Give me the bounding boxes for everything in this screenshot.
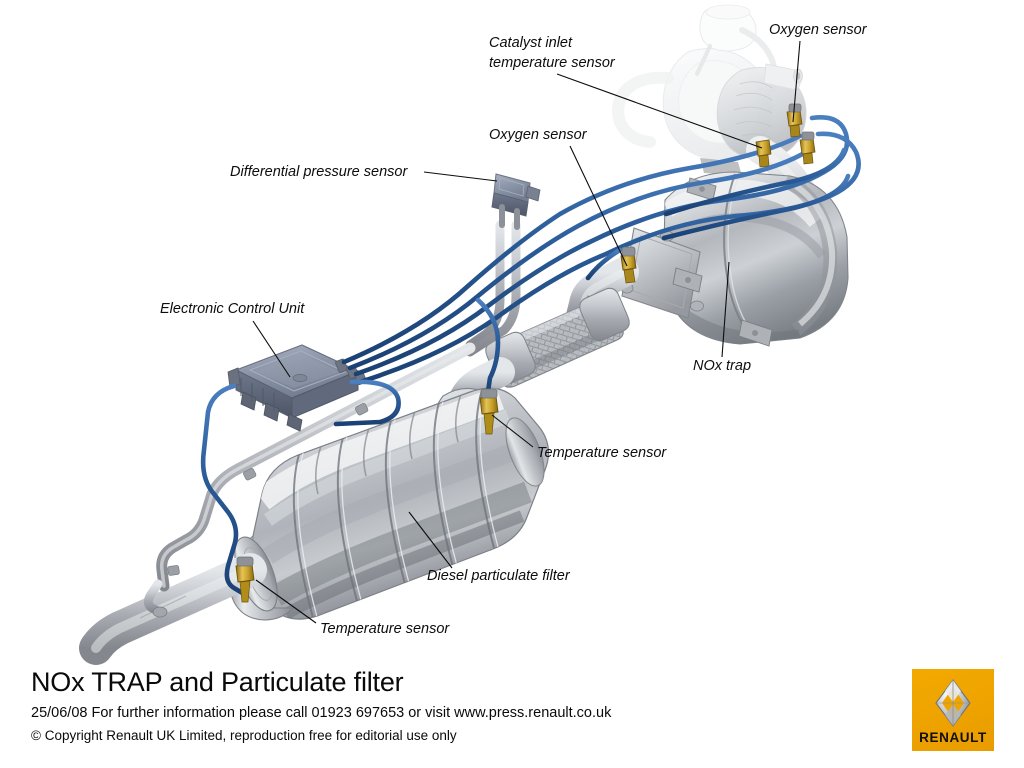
label-oxygen-sensor-lower: Oxygen sensor xyxy=(489,127,588,143)
footer-copyright-line: © Copyright Renault UK Limited, reproduc… xyxy=(31,728,457,743)
leader-temperature-sensor-lower xyxy=(255,579,317,624)
callout-leader-lines xyxy=(252,40,801,624)
leader-diesel-particulate-filter xyxy=(408,511,453,569)
oxygen-sensor-upper-body xyxy=(786,103,803,138)
nox-trap-body xyxy=(619,171,849,347)
tailpipe xyxy=(79,553,267,665)
electronic-control-unit xyxy=(227,344,367,432)
temperature-sensor-dpf-inlet-body xyxy=(479,388,499,435)
label-temperature-sensor-lower: Temperature sensor xyxy=(320,621,450,637)
leader-temperature-sensor-upper xyxy=(491,414,534,448)
callout-labels: Catalyst inlet temperature sensor Oxygen… xyxy=(160,22,868,637)
sensors-group xyxy=(235,103,816,603)
dpf-body xyxy=(228,387,550,621)
label-nox-trap: NOx trap xyxy=(693,358,751,374)
label-differential-pressure-sensor: Differential pressure sensor xyxy=(230,164,408,180)
page-title: NOx TRAP and Particulate filter xyxy=(31,667,404,697)
label-catalyst-inlet-temperature-sensor-line2: temperature sensor xyxy=(489,55,616,71)
footer: NOx TRAP and Particulate filter 25/06/08… xyxy=(0,655,1024,768)
temperature-sensor-tailpipe-body xyxy=(235,556,255,603)
label-electronic-control-unit: Electronic Control Unit xyxy=(160,301,305,317)
label-oxygen-sensor-upper: Oxygen sensor xyxy=(769,22,868,38)
oxygen-sensor-lower-body xyxy=(620,246,637,284)
label-diesel-particulate-filter: Diesel particulate filter xyxy=(427,568,571,584)
renault-logo: RENAULT xyxy=(912,669,994,751)
label-temperature-sensor-upper: Temperature sensor xyxy=(537,445,667,461)
leader-nox-trap xyxy=(721,261,730,358)
leader-oxygen-sensor-lower xyxy=(569,145,628,267)
renault-wordmark: RENAULT xyxy=(919,730,987,745)
footer-contact-line: 25/06/08 For further information please … xyxy=(31,705,612,721)
leader-electronic-control-unit xyxy=(252,320,291,378)
leader-differential-pressure-sensor xyxy=(423,171,498,182)
leader-catalyst-inlet-temperature-sensor xyxy=(556,73,763,149)
leader-oxygen-sensor-upper xyxy=(792,40,801,123)
differential-pressure-sensor xyxy=(491,173,541,230)
label-catalyst-inlet-temperature-sensor-line1: Catalyst inlet xyxy=(489,35,573,51)
oxygen-sensor-second-body xyxy=(799,131,816,165)
catalyst-inlet-temperature-sensor-body xyxy=(755,139,772,168)
wiring-harness xyxy=(200,115,861,597)
renault-diamond-icon xyxy=(935,679,971,727)
